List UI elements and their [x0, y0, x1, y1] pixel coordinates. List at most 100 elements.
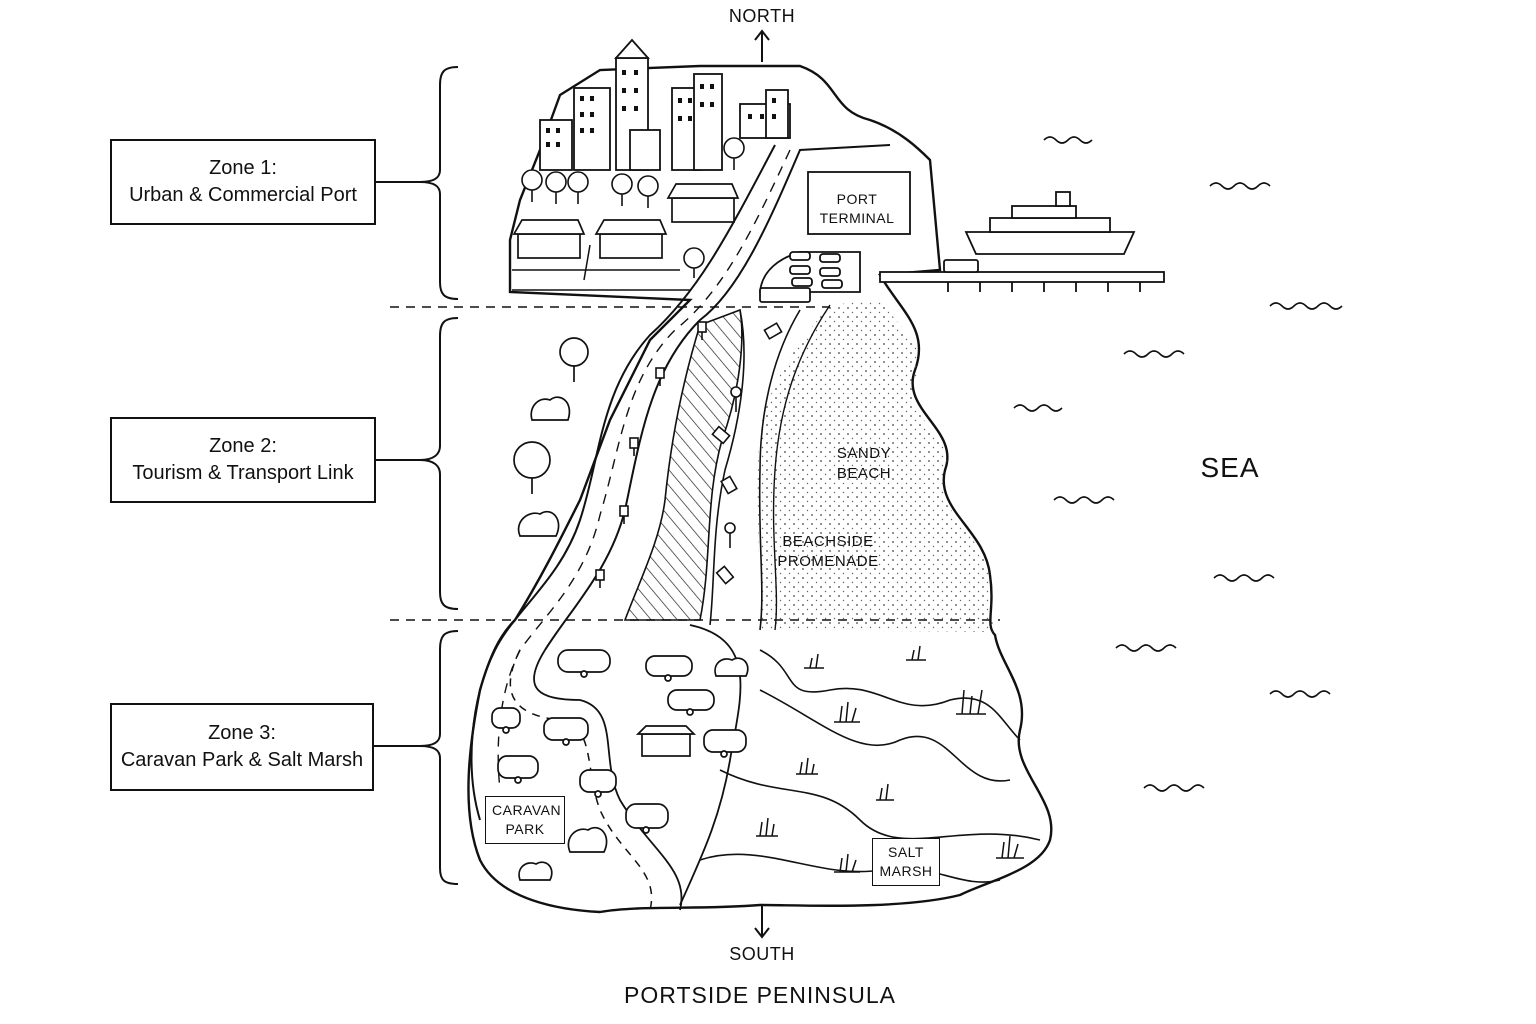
reed-icon: [804, 653, 824, 669]
north-label: NORTH: [728, 6, 796, 26]
bush-icon: [518, 861, 553, 881]
zone-2-description: Tourism & Transport Link: [132, 462, 354, 484]
caravan-icon: [625, 803, 669, 829]
zone-2-title: Zone 2:: [209, 435, 277, 457]
caravan-icon: [645, 655, 693, 677]
zone2-vegetation: [513, 337, 589, 537]
building-icon: [613, 38, 651, 59]
marsh-shore: [679, 624, 742, 906]
car-icon: [821, 279, 843, 289]
house-icon: [671, 197, 735, 223]
building-icon: [693, 73, 723, 171]
arrow-up-icon: [754, 29, 770, 62]
tree-icon: [611, 173, 633, 195]
main-road-edge-left: [470, 144, 776, 821]
tree-icon: [567, 171, 589, 193]
main-road-edge-right: [544, 144, 891, 651]
sandy-beach-label: SANDY BEACH: [836, 445, 892, 482]
caravan-road-inner: [509, 649, 653, 911]
caravan-icon: [497, 755, 539, 779]
bush-icon: [714, 657, 749, 677]
zone-3-box: Zone 3: Caravan Park & Salt Marsh: [110, 703, 374, 791]
tree-icon: [513, 441, 551, 479]
building-icon: [765, 89, 789, 139]
car-icon: [789, 265, 811, 275]
beach-edge: [772, 304, 831, 631]
reed-icon: [956, 689, 986, 715]
reed-icon: [834, 701, 860, 723]
road-signs: [595, 321, 707, 588]
sandy-beach-area: [757, 300, 995, 632]
reed-icon: [834, 853, 860, 873]
house-icon: [599, 233, 663, 259]
building-windows: [546, 70, 776, 147]
marsh-channel-1: [759, 649, 1021, 741]
promenade-furniture: [711, 322, 783, 585]
reed-icon: [876, 783, 894, 801]
city-trees: [521, 137, 745, 278]
arrow-down-icon: [754, 906, 770, 939]
caravan-icon: [703, 729, 747, 753]
ferry-icon: [964, 191, 1136, 255]
zone-2-box: Zone 2: Tourism & Transport Link: [110, 417, 376, 503]
marsh-channel-2: [759, 689, 1011, 782]
city-streets: [512, 244, 690, 291]
tree-icon: [723, 137, 745, 159]
caravan-icon: [557, 649, 611, 673]
houses: [512, 183, 740, 259]
map-title: PORTSIDE PENINSULA: [624, 982, 896, 1008]
bench-icon: [720, 475, 738, 495]
building-icon: [629, 129, 661, 171]
reed-icon: [906, 645, 926, 661]
lamp-icon: [730, 386, 742, 398]
bus-icon: [759, 287, 811, 303]
caravan-park-label: CARAVAN PARK: [485, 796, 565, 844]
reed-icon: [756, 817, 778, 837]
marsh-reeds: [756, 645, 1024, 873]
sea-waves: [1013, 136, 1343, 792]
bench-icon: [711, 425, 731, 445]
zone-3-description: Caravan Park & Salt Marsh: [120, 749, 364, 771]
promenade-edge-left: [709, 309, 745, 626]
tree-icon: [521, 169, 543, 191]
bush-icon: [517, 510, 560, 537]
caravan-icon: [667, 689, 715, 711]
port-area: [759, 171, 911, 303]
bush-icon: [567, 826, 608, 853]
reed-icon: [796, 757, 818, 775]
zone-brace-3: [419, 630, 459, 885]
zone-brace-1: [419, 66, 459, 300]
promenade-edge-right: [758, 309, 801, 631]
caravans: [491, 649, 749, 881]
port-terminal-label: PORT TERMINAL: [819, 191, 895, 226]
car-icon: [789, 251, 811, 261]
bench-icon: [715, 565, 735, 585]
port-terminal-building: [807, 171, 911, 235]
tree-icon: [637, 175, 659, 197]
lamp-icon: [724, 522, 736, 534]
caravan-icon: [543, 717, 589, 741]
caravan-icon: [579, 769, 617, 793]
bush-icon: [530, 396, 571, 421]
promenade-label: BEACHSIDE PROMENADE: [777, 533, 879, 570]
zone-1-title: Zone 1:: [209, 157, 277, 179]
south-label: SOUTH: [729, 944, 795, 964]
tree-icon: [559, 337, 589, 367]
zone-brace-2: [419, 317, 459, 610]
tree-icon: [683, 247, 705, 269]
zone-3-title: Zone 3:: [208, 722, 276, 744]
compass-arrows: [754, 29, 770, 939]
pier: [879, 259, 1165, 292]
house-icon: [517, 233, 581, 259]
car-icon: [819, 267, 841, 277]
caravan-road: [533, 649, 683, 911]
zone-1-box: Zone 1: Urban & Commercial Port: [110, 139, 376, 225]
car-icon: [819, 253, 841, 263]
caravan-icon: [491, 707, 521, 729]
tree-icon: [545, 171, 567, 193]
marsh-channel-3: [719, 769, 1041, 841]
truck-icon: [943, 259, 979, 273]
bench-icon: [763, 322, 783, 340]
car-icon: [791, 277, 813, 287]
